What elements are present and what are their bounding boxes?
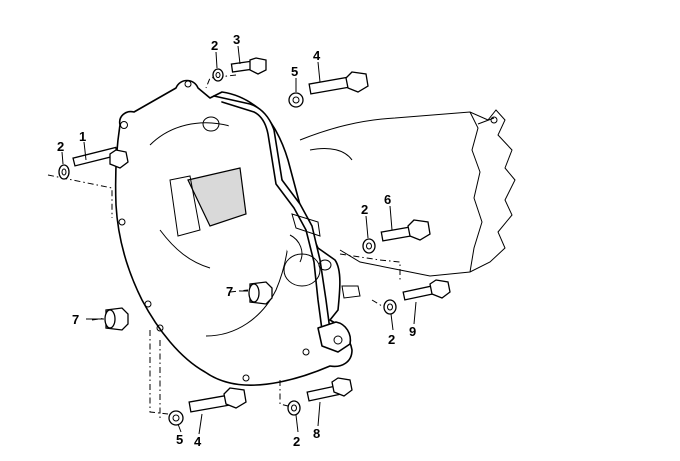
bolt-icon (212, 57, 267, 82)
bushing-icon (248, 281, 273, 305)
leader-lines (61, 45, 417, 435)
callout-labels: 1 2 2 2 2 2 3 4 4 5 5 6 7 7 8 9 (57, 32, 416, 449)
bolt-icon (288, 71, 369, 108)
callout-2: 2 (388, 332, 395, 347)
callout-1: 1 (79, 129, 86, 144)
bolt-icon (383, 279, 451, 315)
callout-2: 2 (57, 139, 64, 154)
bolt-icon (362, 219, 431, 254)
callout-4: 4 (313, 48, 321, 63)
bolt-icon (287, 377, 353, 416)
bellhousing (114, 79, 361, 386)
callout-6: 6 (384, 192, 391, 207)
bolt-icon (58, 146, 129, 180)
assembly-lines (47, 74, 401, 420)
callout-4: 4 (194, 434, 202, 449)
callout-5: 5 (176, 432, 183, 447)
bolt-icon (168, 387, 247, 426)
callout-2: 2 (211, 38, 218, 53)
bushing-icon (104, 307, 129, 331)
callout-7: 7 (226, 284, 233, 299)
callout-7: 7 (72, 312, 79, 327)
callout-2: 2 (361, 202, 368, 217)
fasteners (58, 57, 451, 426)
callout-5: 5 (291, 64, 298, 79)
transmission-case (299, 109, 516, 277)
callout-2: 2 (293, 434, 300, 449)
callout-3: 3 (233, 32, 240, 47)
callout-9: 9 (409, 324, 416, 339)
callout-8: 8 (313, 426, 320, 441)
